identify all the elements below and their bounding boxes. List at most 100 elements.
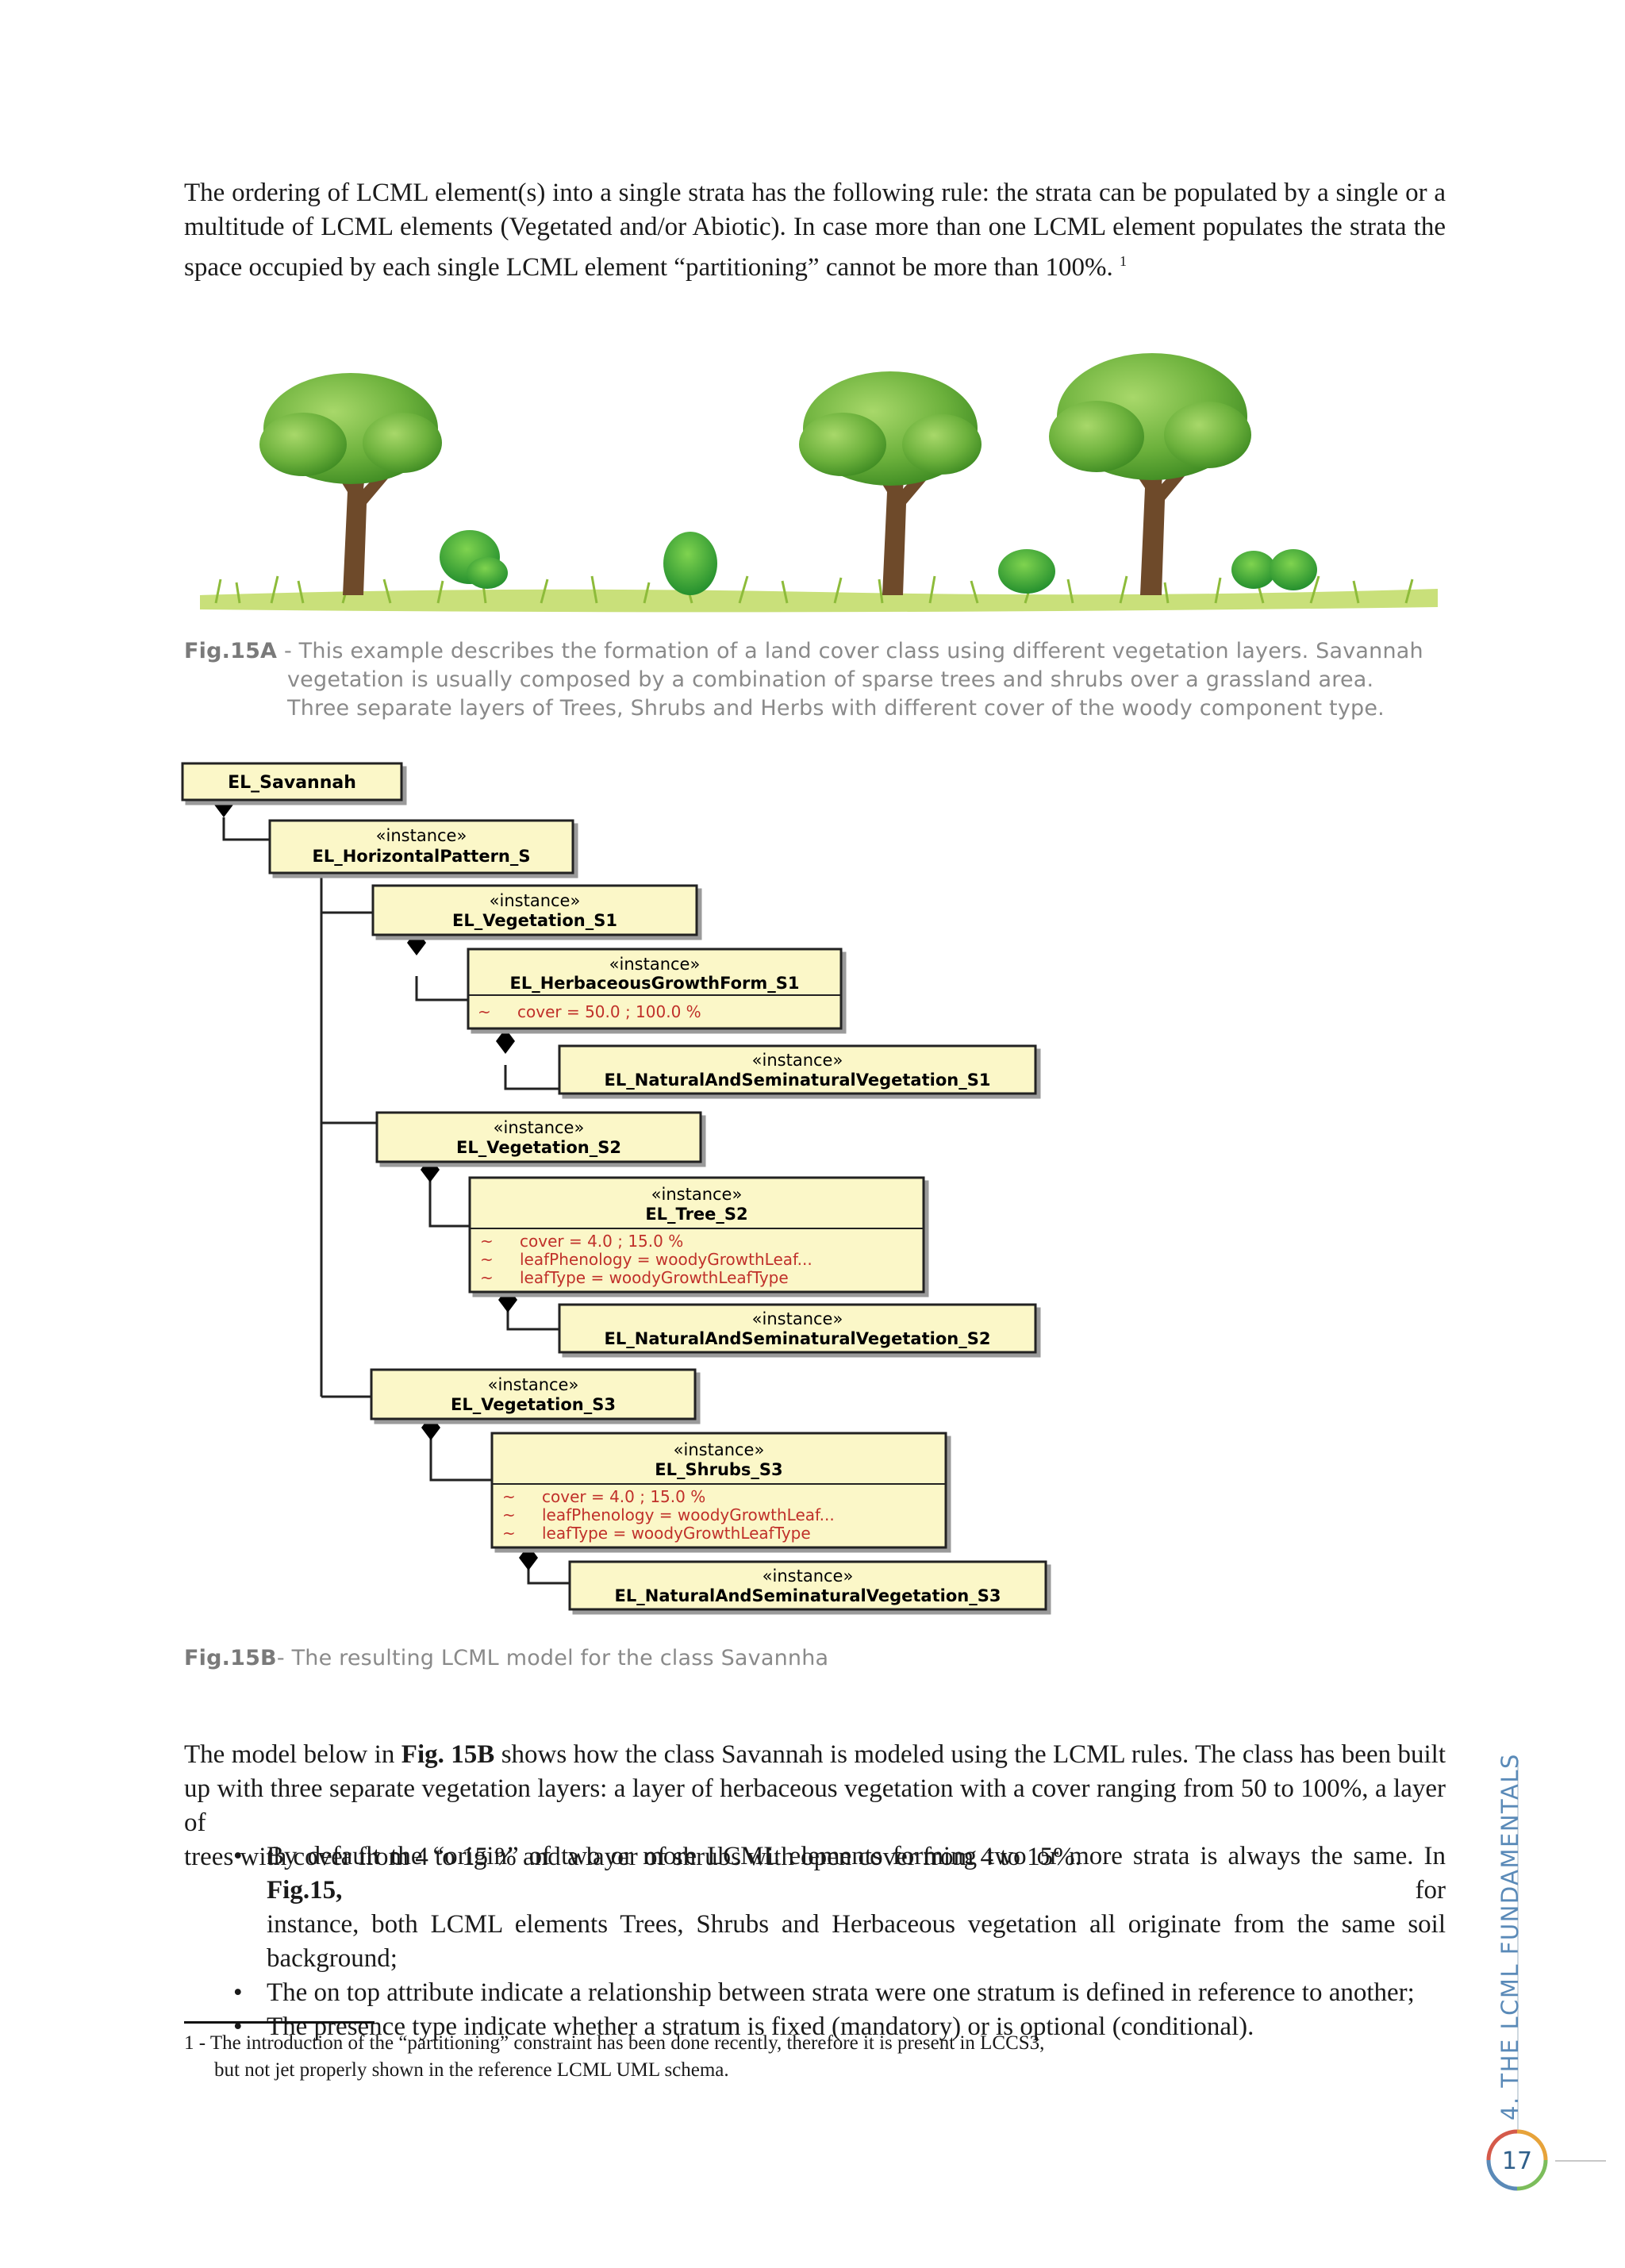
uml-class-name: EL_Vegetation_S3 bbox=[451, 1395, 616, 1414]
uml-stereotype: «instance» bbox=[490, 891, 581, 910]
uml-class-name: EL_HorizontalPattern_S bbox=[312, 847, 530, 866]
composition-diamond bbox=[519, 1545, 538, 1570]
uml-class-el-vegetation-s3: «instance» EL_Vegetation_S3 bbox=[370, 1368, 697, 1420]
list-text: The on top attribute indicate a relation… bbox=[267, 1978, 1415, 2007]
uml-attribute: cover = 4.0 ; 15.0 % bbox=[542, 1487, 705, 1506]
composition-diamond bbox=[421, 1157, 440, 1182]
body-line: The model below in Fig. 15B shows how th… bbox=[184, 1738, 1446, 1772]
intro-line-last: space occupied by each single LCML eleme… bbox=[184, 244, 1446, 285]
page-number-badge: 17 bbox=[1486, 2129, 1548, 2191]
tree bbox=[1049, 353, 1251, 595]
composition-diamond bbox=[498, 1287, 517, 1313]
uml-attribute: cover = 4.0 ; 15.0 % bbox=[520, 1232, 683, 1251]
shrub bbox=[663, 532, 717, 595]
uml-stereotype: «instance» bbox=[763, 1566, 854, 1586]
footnote-divider bbox=[184, 2021, 375, 2024]
page-number-rule bbox=[1555, 2160, 1606, 2162]
figure-reference: Fig. 15B bbox=[401, 1740, 495, 1769]
shrub bbox=[440, 530, 508, 589]
uml-class-name: EL_Vegetation_S1 bbox=[452, 911, 617, 930]
uml-class-el-tree-s2: «instance» EL_Tree_S2 ~ cover = 4.0 ; 15… bbox=[468, 1176, 925, 1294]
caption-line: vegetation is usually composed by a comb… bbox=[287, 667, 1374, 692]
body-line: up with three separate vegetation layers… bbox=[184, 1774, 1446, 1837]
uml-stereotype: «instance» bbox=[609, 955, 701, 974]
uml-diagram: EL_Savannah «instance» EL_HorizontalPatt… bbox=[181, 762, 1047, 1611]
bullet-icon: • bbox=[233, 2012, 243, 2041]
uml-attribute: leafType = woodyGrowthLeafType bbox=[520, 1268, 789, 1287]
uml-attr-visibility: ~ bbox=[478, 1002, 491, 1021]
uml-class-el-naturalandseminaturalvegetation-s1: «instance» EL_NaturalAndSeminaturalVeget… bbox=[558, 1044, 1037, 1095]
section-divider bbox=[1517, 1760, 1519, 2133]
uml-class-el-vegetation-s1: «instance» EL_Vegetation_S1 bbox=[371, 884, 698, 936]
list-text: The presence type indicate whether a str… bbox=[267, 2012, 1254, 2041]
uml-attribute: leafPhenology = woodyGrowthLeaf... bbox=[542, 1505, 835, 1524]
uml-class-name: EL_Vegetation_S2 bbox=[456, 1138, 621, 1157]
caption-text: - The resulting LCML model for the class… bbox=[276, 1646, 829, 1670]
intro-paragraph: The ordering of LCML element(s) into a s… bbox=[184, 176, 1446, 285]
composition-diamond bbox=[407, 930, 426, 955]
savanna-illustration bbox=[200, 353, 1438, 613]
figure-reference: Fig.15, bbox=[267, 1876, 343, 1905]
uml-stereotype: «instance» bbox=[752, 1309, 843, 1328]
section-title: 4. THE LCML FUNDAMENTALS bbox=[1496, 1753, 1523, 2120]
page-number: 17 bbox=[1502, 2147, 1532, 2175]
figure-caption-15b: Fig.15B- The resulting LCML model for th… bbox=[184, 1644, 828, 1673]
list-item: • The presence type indicate whether a s… bbox=[184, 2010, 1446, 2044]
uml-class-name: EL_Tree_S2 bbox=[645, 1205, 747, 1224]
grassland bbox=[200, 589, 1438, 613]
caption-separator: - bbox=[277, 639, 299, 663]
footnote: 1 - The introduction of the “partitionin… bbox=[184, 2030, 1044, 2084]
body-line: trees with cover from 4 to 15 % and a la… bbox=[184, 1843, 1081, 1871]
uml-stereotype: «instance» bbox=[494, 1118, 585, 1137]
uml-stereotype: «instance» bbox=[651, 1185, 743, 1204]
uml-class-name: EL_Shrubs_S3 bbox=[655, 1460, 782, 1479]
uml-stereotype: «instance» bbox=[752, 1051, 843, 1070]
body-text: shows how the class Savannah is modeled … bbox=[494, 1740, 1446, 1769]
uml-stereotype: «instance» bbox=[488, 1375, 579, 1394]
list-item-line: By default the “origin” of two or more L… bbox=[267, 1839, 1446, 1908]
uml-attr-visibility: ~ bbox=[502, 1487, 516, 1506]
uml-class-el-naturalandseminaturalvegetation-s3: «instance» EL_NaturalAndSeminaturalVeget… bbox=[568, 1560, 1047, 1611]
uml-class-el-horizontalpattern-s: «instance» EL_HorizontalPattern_S bbox=[268, 819, 574, 875]
uml-attr-visibility: ~ bbox=[502, 1524, 516, 1543]
shrub bbox=[1231, 549, 1317, 590]
uml-attr-visibility: ~ bbox=[502, 1505, 516, 1524]
list-item: • The on top attribute indicate a relati… bbox=[184, 1976, 1446, 2010]
uml-class-name: EL_NaturalAndSeminaturalVegetation_S3 bbox=[615, 1586, 1001, 1605]
bullet-icon: • bbox=[233, 1978, 243, 2007]
composition-diamond bbox=[421, 1415, 440, 1440]
list-item-line: instance, both LCML elements Trees, Shru… bbox=[267, 1910, 1446, 1973]
uml-class-name: EL_NaturalAndSeminaturalVegetation_S2 bbox=[605, 1329, 991, 1348]
figure-label: Fig.15B bbox=[184, 1646, 277, 1670]
uml-attr-visibility: ~ bbox=[480, 1232, 494, 1251]
body-paragraph: The model below in Fig. 15B shows how th… bbox=[184, 1738, 1446, 1874]
tree bbox=[799, 371, 982, 595]
footnote-reference: 1 bbox=[1120, 253, 1128, 269]
uml-attribute: leafType = woodyGrowthLeafType bbox=[542, 1524, 811, 1543]
figure-caption-15a: Fig.15A - This example describes the for… bbox=[184, 637, 1423, 723]
uml-class-name: EL_HerbaceousGrowthForm_S1 bbox=[510, 974, 800, 993]
uml-attr-visibility: ~ bbox=[480, 1250, 494, 1269]
uml-stereotype: «instance» bbox=[674, 1440, 765, 1459]
uml-class-name: EL_NaturalAndSeminaturalVegetation_S1 bbox=[605, 1071, 991, 1090]
footnote-line: 1 - The introduction of the “partitionin… bbox=[184, 2032, 1045, 2054]
tree bbox=[259, 373, 442, 595]
intro-line: space occupied by each single LCML eleme… bbox=[184, 253, 1113, 282]
uml-class-el-herbaceousgrowthform-s1: «instance» EL_HerbaceousGrowthForm_S1 ~ … bbox=[467, 948, 843, 1030]
caption-line: Fig.15A - This example describes the for… bbox=[184, 639, 1423, 663]
shrub bbox=[998, 549, 1055, 594]
uml-attr-visibility: ~ bbox=[480, 1268, 494, 1287]
uml-class-name: EL_Savannah bbox=[228, 773, 356, 793]
intro-line: The ordering of LCML element(s) into a s… bbox=[184, 179, 1446, 207]
uml-stereotype: «instance» bbox=[376, 826, 467, 845]
list-text: for bbox=[342, 1876, 1446, 1905]
bullet-list: • By default the “origin” of two or more… bbox=[184, 1839, 1446, 2044]
uml-class-el-naturalandseminaturalvegetation-s2: «instance» EL_NaturalAndSeminaturalVeget… bbox=[558, 1303, 1037, 1354]
figure-label: Fig.15A bbox=[184, 639, 278, 663]
list-item: • By default the “origin” of two or more… bbox=[184, 1839, 1446, 1976]
uml-class-el-vegetation-s2: «instance» EL_Vegetation_S2 bbox=[375, 1111, 702, 1163]
uml-attribute: cover = 50.0 ; 100.0 % bbox=[517, 1002, 701, 1021]
intro-line: multitude of LCML elements (Vegetated an… bbox=[184, 213, 1446, 241]
uml-attribute: leafPhenology = woodyGrowthLeaf... bbox=[520, 1250, 812, 1269]
uml-class-el-savannah: EL_Savannah bbox=[181, 762, 403, 801]
